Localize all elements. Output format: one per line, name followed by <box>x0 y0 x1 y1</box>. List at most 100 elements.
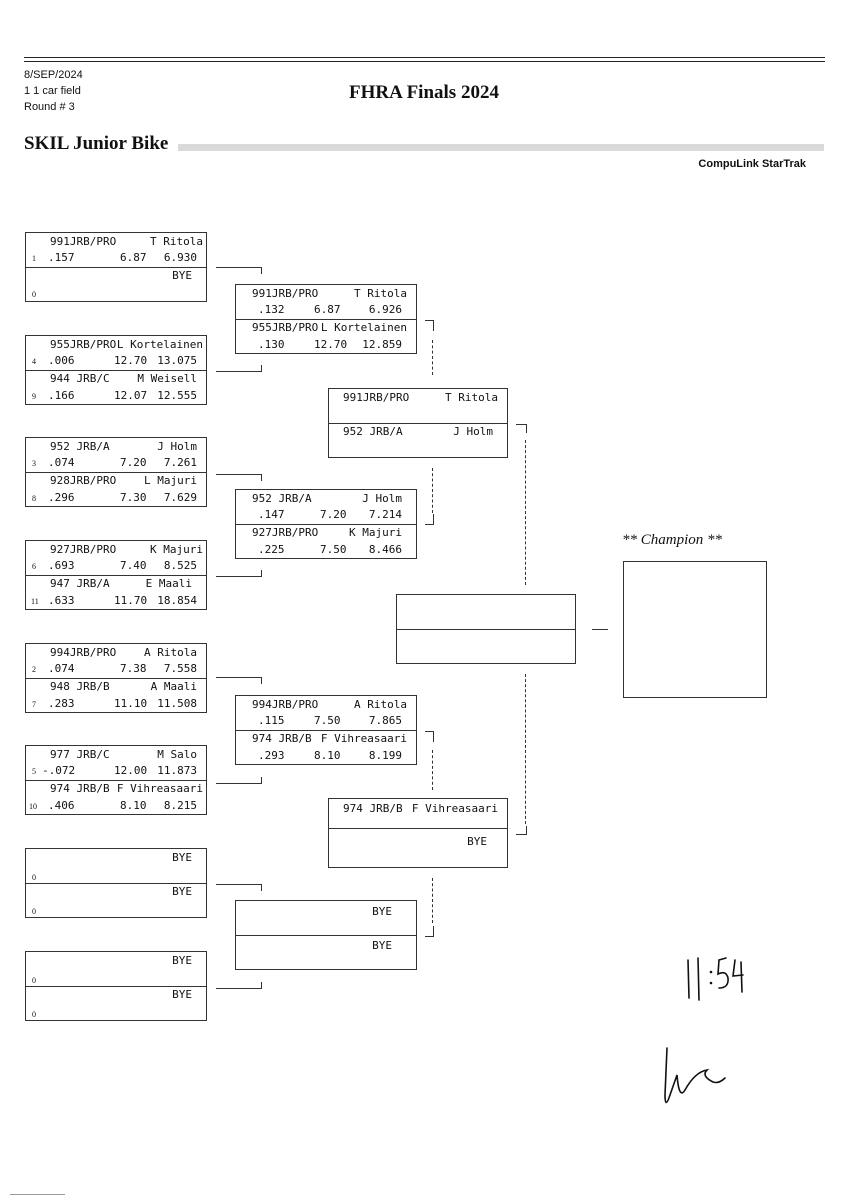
connector <box>216 884 262 891</box>
pair-divider <box>26 883 206 884</box>
seed-number: 1 <box>32 254 36 263</box>
reaction-time: .225 <box>258 543 285 556</box>
dial-in-label: 977 JRB/C <box>50 748 110 761</box>
seed-number: 2 <box>32 665 36 674</box>
round3-pair-1: 991JRB/PRO T Ritola 952 JRB/A J Holm <box>328 388 508 458</box>
dial-in-time: 7.20 <box>120 456 147 469</box>
dial-in-label: 994JRB/PRO <box>252 698 319 711</box>
connector <box>425 320 434 331</box>
round1-pair-1: 991JRB/PRO T Ritola 1 .157 6.87 6.930 BY… <box>25 232 207 302</box>
connector <box>216 267 262 274</box>
pair-divider <box>26 678 206 679</box>
connector <box>525 440 526 585</box>
reaction-time: .074 <box>48 662 75 675</box>
dial-in-label: 952 JRB/A <box>343 425 403 438</box>
pair-divider <box>397 629 575 630</box>
round1-pair-2: 955JRB/PRO L Kortelainen 4 .006 12.70 13… <box>25 335 207 405</box>
field-size: 1 1 car field <box>24 85 81 97</box>
reaction-time: .132 <box>258 303 285 316</box>
elapsed-time: 12.555 <box>157 389 197 402</box>
racer-name: BYE <box>172 269 192 282</box>
racer-name: E Maali <box>145 577 192 590</box>
elapsed-time: 12.859 <box>362 338 402 351</box>
seed-number: 7 <box>32 700 36 709</box>
reaction-time: .130 <box>258 338 285 351</box>
event-title: FHRA Finals 2024 <box>349 82 499 103</box>
handwritten-signature <box>664 1047 726 1104</box>
pair-divider <box>26 986 206 987</box>
dial-in-label: 974 JRB/B <box>343 802 403 815</box>
bottom-scan-mark <box>10 1194 65 1195</box>
dial-in-label: 974 JRB/B <box>252 732 312 745</box>
connector <box>432 878 433 923</box>
connector <box>216 982 262 989</box>
dial-in-time: 12.70 <box>314 338 348 351</box>
pair-divider <box>26 370 206 371</box>
racer-name: BYE <box>372 905 392 918</box>
reaction-time: .296 <box>48 491 75 504</box>
class-title-dot-fill <box>178 144 824 151</box>
connector <box>592 629 608 630</box>
dial-in-time: 6.87 <box>314 303 341 316</box>
racer-name: M Weisell <box>137 372 197 385</box>
connector <box>432 750 433 790</box>
seed-number: 8 <box>32 494 36 503</box>
connector <box>516 424 527 433</box>
reaction-time: .693 <box>48 559 75 572</box>
connector <box>216 365 262 372</box>
round1-pair-3: 952 JRB/A J Holm 3 .074 7.20 7.261 928JR… <box>25 437 207 507</box>
dial-in-label: 947 JRB/A <box>50 577 110 590</box>
racer-name: K Majuri <box>349 526 402 539</box>
round1-pair-6: 977 JRB/C M Salo 5 -.072 12.00 11.873 97… <box>25 745 207 815</box>
pair-divider <box>329 828 507 829</box>
dial-in-time: 8.10 <box>314 749 341 762</box>
top-rule-1 <box>24 57 825 58</box>
dial-in-time: 6.87 <box>120 251 147 264</box>
dial-in-label: 948 JRB/B <box>50 680 110 693</box>
seed-number: 10 <box>29 802 37 811</box>
pair-divider <box>236 730 416 731</box>
champion-label: ** Champion ** <box>622 532 723 548</box>
seed-number: 0 <box>32 1010 36 1019</box>
connector <box>425 731 434 742</box>
elapsed-time: 11.508 <box>157 697 197 710</box>
racer-name: A Ritola <box>354 698 407 711</box>
connector <box>432 468 433 513</box>
dial-in-label: 974 JRB/B <box>50 782 110 795</box>
round1-pair-7: BYE 0 BYE 0 <box>25 848 207 918</box>
seed-number: 5 <box>32 767 36 776</box>
connector <box>425 926 434 937</box>
racer-name: L Majuri <box>144 474 197 487</box>
seed-number: 3 <box>32 459 36 468</box>
pair-divider <box>26 267 206 268</box>
elapsed-time: 6.930 <box>163 251 197 264</box>
elapsed-time: 7.865 <box>368 714 402 727</box>
dial-in-label: 994JRB/PRO <box>50 646 117 659</box>
seed-number: 0 <box>32 290 36 299</box>
dial-in-time: 12.70 <box>114 354 148 367</box>
round2-pair-1: 991JRB/PRO T Ritola .132 6.87 6.926 955J… <box>235 284 417 354</box>
racer-name: M Salo <box>157 748 197 761</box>
round2-pair-3: 994JRB/PRO A Ritola .115 7.50 7.865 974 … <box>235 695 417 765</box>
class-title: SKIL Junior Bike <box>24 133 169 154</box>
top-rule-2 <box>24 61 825 62</box>
racer-name: A Ritola <box>144 646 197 659</box>
elapsed-time: 7.261 <box>163 456 197 469</box>
pair-divider <box>236 935 416 936</box>
racer-name: L Kortelainen <box>320 321 407 334</box>
connector <box>216 570 262 577</box>
racer-name: BYE <box>172 988 192 1001</box>
dial-in-label: 944 JRB/C <box>50 372 110 385</box>
dial-in-label: 991JRB/PRO <box>50 235 117 248</box>
dial-in-time: 7.38 <box>120 662 147 675</box>
elapsed-time: 8.199 <box>368 749 402 762</box>
racer-name: F Vihreasaari <box>411 802 498 815</box>
reaction-time: -.072 <box>42 764 76 777</box>
racer-name: A Maali <box>150 680 197 693</box>
reaction-time: .283 <box>48 697 75 710</box>
racer-name: BYE <box>467 835 487 848</box>
elapsed-time: 7.558 <box>163 662 197 675</box>
dial-in-label: 991JRB/PRO <box>252 287 319 300</box>
elapsed-time: 13.075 <box>157 354 197 367</box>
connector <box>216 474 262 481</box>
